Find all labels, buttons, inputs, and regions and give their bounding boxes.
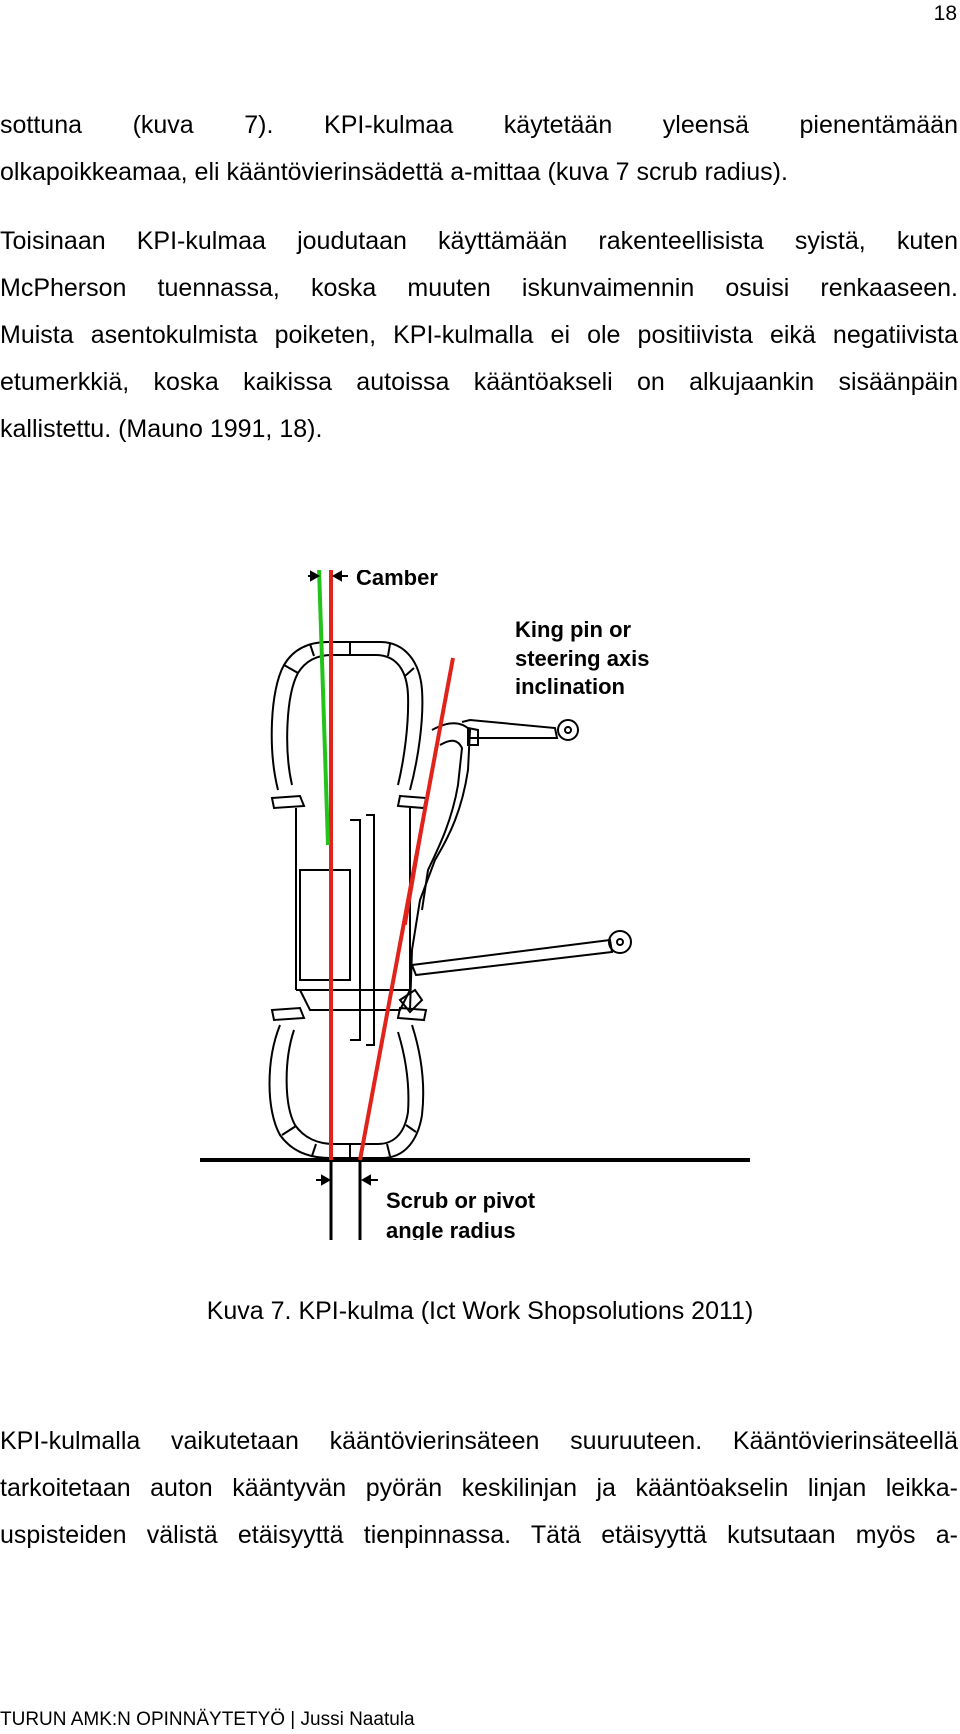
kpi-diagram: Camber King pin or steering axis inclina…: [200, 510, 750, 1243]
steering-axis-guide: [405, 657, 453, 926]
upper-tire: [270, 641, 428, 810]
kpi-diagram-figure: Camber King pin or steering axis inclina…: [200, 510, 760, 1243]
scrub-arrow-icon: [316, 1174, 378, 1186]
text-line: olkapoikkeamaa, eli kääntövierinsädettä …: [0, 158, 788, 186]
scrub-label-line2: angle radius: [386, 1218, 516, 1240]
text-line: Muista asentokulmista poiketen, KPI-kulm…: [0, 321, 958, 349]
text-line: KPI-kulmalla vaikutetaan kääntövierinsät…: [0, 1427, 958, 1455]
kpi-label-line3: inclination: [515, 674, 625, 699]
page-footer: TURUN AMK:N OPINNÄYTETYÖ | Jussi Naatula: [0, 1709, 415, 1730]
lower-tire: [268, 1006, 428, 1159]
text-line: Toisinaan KPI-kulmaa joudutaan käyttämää…: [0, 227, 958, 255]
kpi-label-line1: King pin or: [515, 617, 632, 642]
text-line: McPherson tuennassa, koska muuten iskunv…: [0, 274, 958, 302]
text-line: sottuna (kuva 7). KPI-kulmaa käytetään y…: [0, 111, 958, 139]
camber-line: [317, 567, 330, 846]
text-line: etumerkkiä, koska kaikissa autoissa kään…: [0, 368, 958, 396]
page-number: 18: [933, 2, 957, 25]
figure-caption: Kuva 7. KPI-kulma (Ict Work Shopsolution…: [206, 1297, 754, 1325]
kpi-label-line2: steering axis: [515, 646, 650, 671]
text-line: tarkoitetaan auton kääntyvän pyörän kesk…: [0, 1474, 958, 1502]
camber-label: Camber: [356, 570, 438, 590]
camber-arrow-icon: [308, 570, 348, 582]
text-line: kallistettu. (Mauno 1991, 18).: [0, 415, 323, 443]
paragraph-3: KPI-kulmalla vaikutetaan kääntövierinsät…: [0, 1418, 958, 1559]
paragraph-1: sottuna (kuva 7). KPI-kulmaa käytetään y…: [0, 102, 958, 196]
paragraph-2: Toisinaan KPI-kulmaa joudutaan käyttämää…: [0, 218, 958, 453]
scrub-label-line1: Scrub or pivot: [386, 1188, 536, 1213]
wheel-hub: [295, 808, 411, 1046]
text-line: uspisteiden välistä etäisyyttä tienpinna…: [0, 1521, 958, 1549]
